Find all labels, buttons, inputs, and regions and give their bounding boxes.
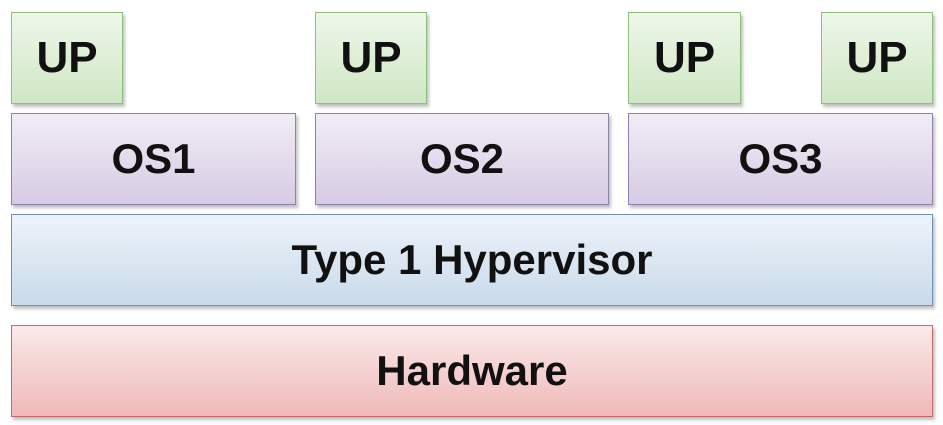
up-label-2: UP bbox=[340, 33, 402, 82]
hypervisor-label: Type 1 Hypervisor bbox=[291, 236, 653, 283]
up-label-4: UP bbox=[846, 33, 908, 82]
up-label-3: UP bbox=[653, 33, 716, 82]
os-box-1: OS1 bbox=[11, 113, 296, 205]
up-box-2: UP bbox=[315, 12, 427, 104]
os-label-1: OS1 bbox=[111, 135, 196, 182]
hypervisor-layer: Type 1 Hypervisor bbox=[11, 214, 933, 306]
os-box-3: OS3 bbox=[628, 113, 933, 205]
up-label-1: UP bbox=[36, 33, 98, 82]
os-label-2: OS2 bbox=[419, 135, 505, 182]
up-box-3: UP bbox=[628, 12, 741, 104]
hardware-label: Hardware bbox=[376, 347, 568, 394]
os-label-3: OS3 bbox=[738, 135, 823, 182]
os-box-2: OS2 bbox=[315, 113, 609, 205]
up-box-4: UP bbox=[821, 12, 933, 104]
up-box-1: UP bbox=[11, 12, 123, 104]
hardware-layer: Hardware bbox=[11, 325, 933, 417]
